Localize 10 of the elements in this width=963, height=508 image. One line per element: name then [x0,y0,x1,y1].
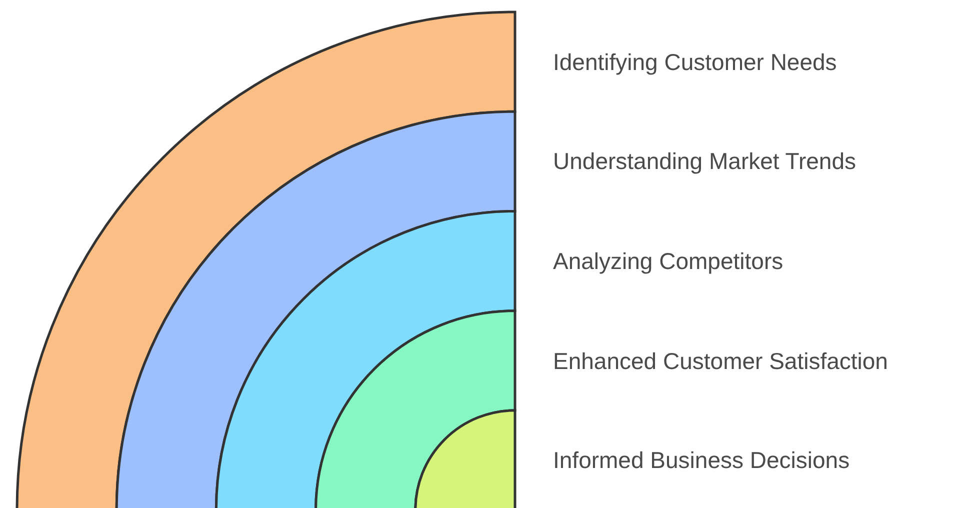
band-label: Understanding Market Trends [553,147,856,176]
band-label: Informed Business Decisions [553,446,850,474]
band-label: Identifying Customer Needs [553,48,837,76]
quarter-ring-band [314,310,516,508]
quarter-ring-band [214,210,516,508]
quarter-ring-band [414,409,516,508]
band-label: Enhanced Customer Satisfaction [553,346,888,375]
band-label: Analyzing Competitors [553,247,784,275]
quarter-ring-band [16,10,516,508]
quarter-ring-band [115,110,516,508]
